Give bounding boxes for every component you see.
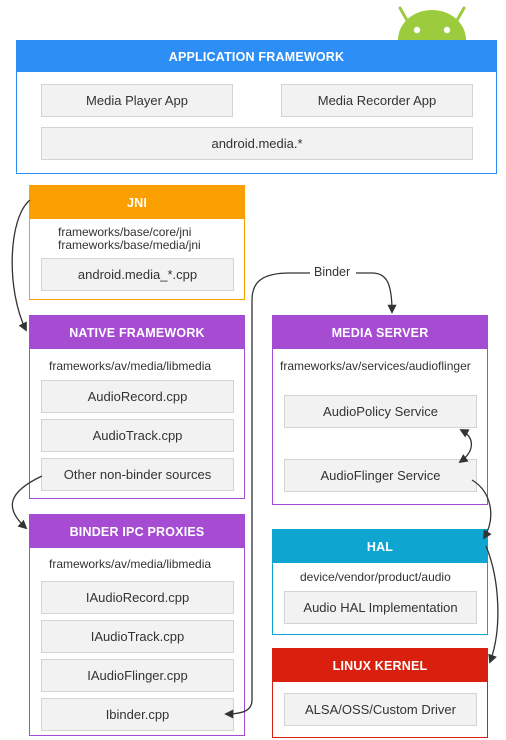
jni-block: JNI frameworks/base/core/jni frameworks/… [29, 185, 245, 300]
native-framework-title: NATIVE FRAMEWORK [30, 316, 244, 349]
hal-to-kernel-arrow [485, 545, 499, 664]
audio-hal-implementation: Audio HAL Implementation [284, 591, 477, 624]
jni-path-media: frameworks/base/media/jni [58, 238, 201, 252]
iaudioflinger-cpp: IAudioFlinger.cpp [41, 659, 234, 692]
binder-path [251, 272, 310, 700]
jni-path-core: frameworks/base/core/jni [58, 225, 192, 239]
alsa-oss-custom-driver: ALSA/OSS/Custom Driver [284, 693, 477, 726]
android-media-package: android.media.* [41, 127, 473, 160]
native-framework-block: NATIVE FRAMEWORK frameworks/av/media/lib… [29, 315, 245, 499]
jni-title: JNI [30, 186, 244, 219]
binder-ipc-proxies-block: BINDER IPC PROXIES frameworks/av/media/l… [29, 514, 245, 736]
native-framework-path: frameworks/av/media/libmedia [49, 359, 212, 373]
binder-ipc-path: frameworks/av/media/libmedia [49, 557, 212, 571]
linux-kernel-block: LINUX KERNEL ALSA/OSS/Custom Driver [272, 648, 488, 738]
binder-label: Binder [311, 265, 354, 279]
hal-path: device/vendor/product/audio [300, 570, 451, 584]
iaudiorecord-cpp: IAudioRecord.cpp [41, 581, 234, 614]
binder-to-media-server-arrow [356, 272, 397, 314]
application-framework-title: APPLICATION FRAMEWORK [17, 41, 496, 72]
hal-block: HAL device/vendor/product/audio Audio HA… [272, 529, 488, 635]
application-framework-block: APPLICATION FRAMEWORK Media Player App M… [16, 40, 497, 174]
iaudiotrack-cpp: IAudioTrack.cpp [41, 620, 234, 653]
android-logo [398, 6, 466, 40]
flinger-to-hal-arrow [471, 479, 492, 540]
android-media-cpp: android.media_*.cpp [41, 258, 234, 291]
hal-title: HAL [273, 530, 487, 563]
other-non-binder-sources: Other non-binder sources [41, 458, 234, 491]
audioflinger-service: AudioFlinger Service [284, 459, 477, 492]
media-recorder-app: Media Recorder App [281, 84, 473, 117]
media-player-app: Media Player App [41, 84, 233, 117]
media-server-title: MEDIA SERVER [273, 316, 487, 349]
audiotrack-cpp: AudioTrack.cpp [41, 419, 234, 452]
binder-ipc-proxies-title: BINDER IPC PROXIES [30, 515, 244, 548]
binder-to-ibinder-arrow [224, 699, 253, 719]
media-server-path: frameworks/av/services/audioflinger [280, 359, 471, 373]
linux-kernel-title: LINUX KERNEL [273, 649, 487, 682]
native-to-binder-arrow [11, 475, 43, 530]
policy-flinger-arrow [458, 429, 473, 464]
audiopolicy-service: AudioPolicy Service [284, 395, 477, 428]
ibinder-cpp: Ibinder.cpp [41, 698, 234, 731]
audiorecord-cpp: AudioRecord.cpp [41, 380, 234, 413]
jni-to-native-arrow [11, 199, 31, 332]
media-server-block: MEDIA SERVER frameworks/av/services/audi… [272, 315, 488, 505]
